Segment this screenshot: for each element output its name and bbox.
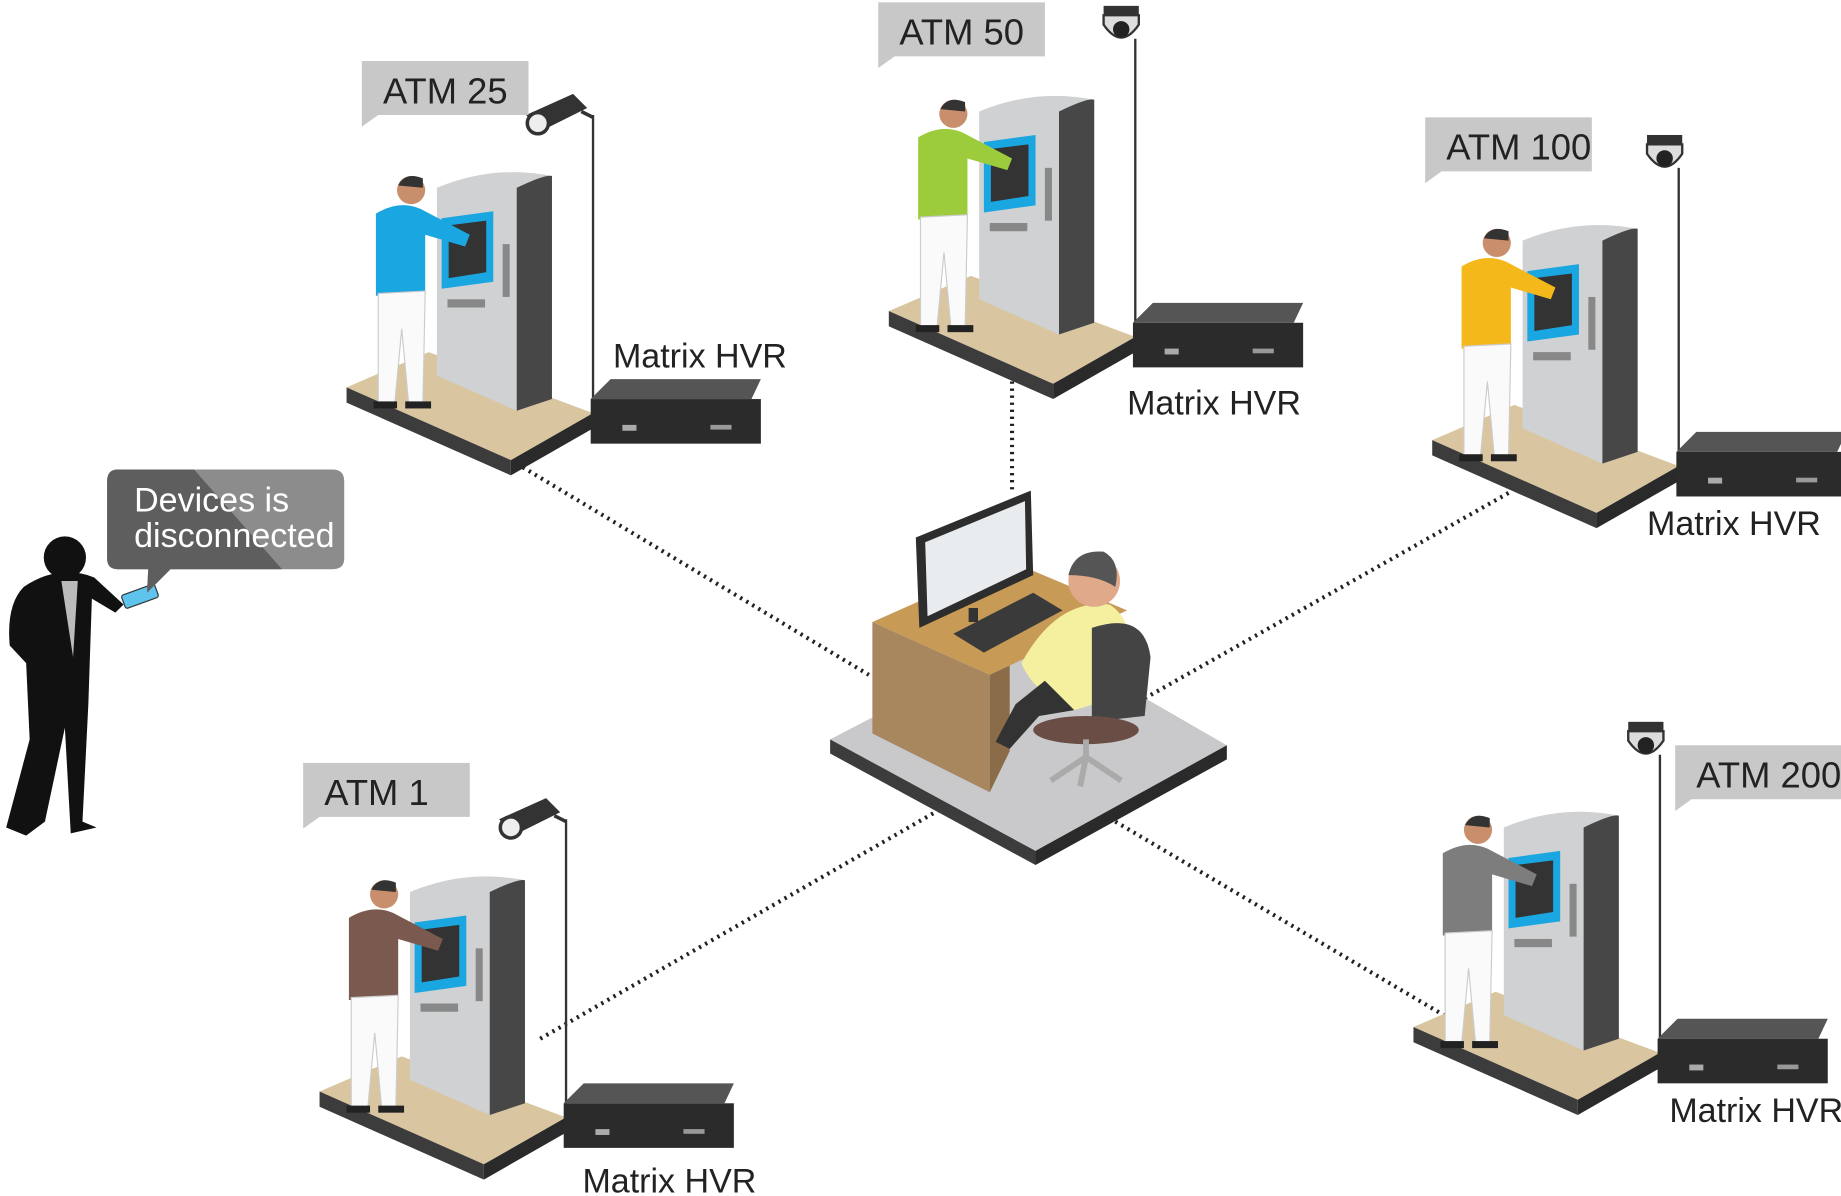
atm-label-box xyxy=(361,61,529,127)
central-monitoring-station xyxy=(830,490,1227,866)
network-link xyxy=(1114,819,1446,1018)
alert-text-line2: disconnected xyxy=(134,517,334,555)
center-platform-side xyxy=(1035,745,1227,866)
mobile-user-silhouette xyxy=(6,536,159,836)
bullet-camera-icon xyxy=(525,93,594,136)
atm-station: ATM 1 Matrix HVR xyxy=(303,762,756,1196)
dome-camera-icon xyxy=(1645,134,1684,168)
atm-label: ATM 50 xyxy=(899,12,1024,53)
atm-customer xyxy=(1459,228,1556,462)
atm-customer xyxy=(373,176,470,409)
atm-label-box xyxy=(303,762,470,829)
atm-customer xyxy=(1440,815,1537,1049)
desk-front xyxy=(872,622,990,793)
disconnected-alert-bubble: Devices is disconnected xyxy=(107,469,345,593)
recorder-label: Matrix HVR xyxy=(1669,1092,1841,1130)
recorder-label: Matrix HVR xyxy=(1647,505,1821,543)
dome-camera-icon xyxy=(1627,721,1665,755)
hvr-recorder-icon xyxy=(1132,302,1304,368)
desk-side xyxy=(989,665,1010,793)
tablet-icon xyxy=(121,583,159,609)
atm-station: ATM 25 Matrix HVR xyxy=(346,61,787,476)
keyboard-icon xyxy=(953,592,1063,653)
network-link xyxy=(515,461,870,677)
atm-station: ATM 50 Matrix HVR xyxy=(878,2,1304,422)
atm-label: ATM 200 xyxy=(1696,755,1841,796)
alert-text-line1: Devices is xyxy=(134,482,289,520)
atm-label: ATM 25 xyxy=(383,70,508,111)
hvr-recorder-icon xyxy=(590,379,761,444)
bullet-camera-icon xyxy=(498,798,567,840)
monitor-icon xyxy=(915,490,1034,628)
atm-label: ATM 100 xyxy=(1446,127,1591,168)
atm-customer xyxy=(915,99,1013,333)
network-link xyxy=(539,808,941,1041)
hvr-recorder-icon xyxy=(563,1083,734,1148)
recorder-label: Matrix HVR xyxy=(613,337,787,375)
atm-customer xyxy=(346,880,443,1113)
atm-label-box xyxy=(1675,745,1841,812)
hvr-recorder-icon xyxy=(1676,431,1841,497)
network-links xyxy=(515,381,1510,1041)
atm-label: ATM 1 xyxy=(324,772,428,813)
atm-label-box xyxy=(1425,117,1592,184)
recorder-label: Matrix HVR xyxy=(1127,384,1301,422)
center-platform-side xyxy=(830,739,1036,866)
network-link xyxy=(1143,491,1510,701)
atm-label-box xyxy=(878,2,1045,69)
operator-person xyxy=(995,551,1151,787)
hvr-recorder-icon xyxy=(1657,1018,1828,1084)
recorder-label: Matrix HVR xyxy=(582,1162,756,1196)
dome-camera-icon xyxy=(1102,5,1140,39)
